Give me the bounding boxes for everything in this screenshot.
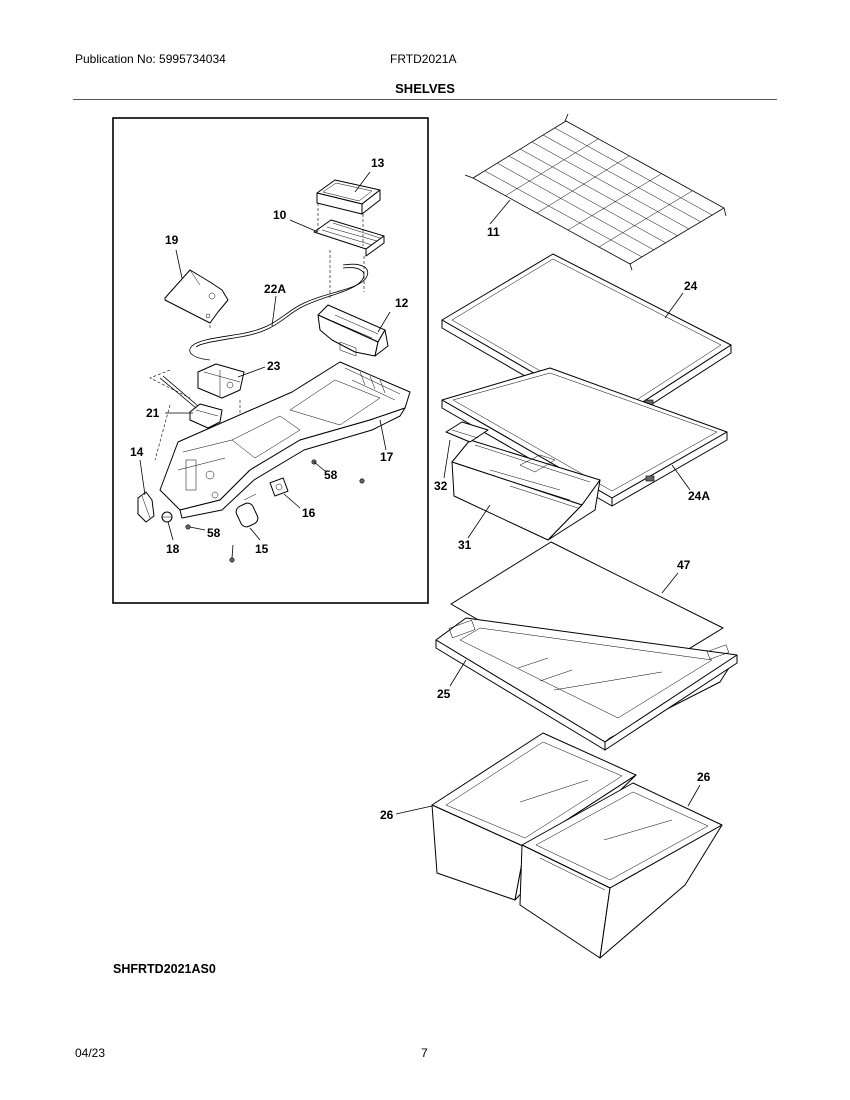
leader-line	[661, 572, 679, 594]
part-17-control-housing	[159, 361, 411, 519]
leader-line	[175, 249, 183, 279]
callout-18: 18	[166, 542, 180, 556]
callout-12: 12	[395, 296, 409, 310]
callout-58-lower: 58	[207, 526, 221, 540]
leader-line	[354, 171, 371, 193]
leader-line	[449, 659, 467, 687]
callout-58-upper: 58	[324, 468, 338, 482]
publication-number: Publication No: 5995734034	[75, 52, 226, 66]
part-19-bracket	[164, 269, 229, 324]
part-18-clip	[161, 511, 173, 523]
callout-32: 32	[434, 479, 448, 493]
assembly-line	[154, 404, 171, 461]
leader-line	[189, 526, 206, 531]
callout-26-right: 26	[697, 770, 711, 784]
callout-31: 31	[458, 538, 472, 552]
leader-line	[249, 527, 261, 541]
leader-line	[687, 784, 701, 807]
callout-19: 19	[165, 233, 179, 247]
callout-16: 16	[302, 506, 316, 520]
part-26-crisper-drawer-left	[431, 732, 637, 901]
part-23-control	[197, 363, 245, 399]
drawing-code: SHFRTD2021AS0	[113, 962, 216, 976]
leader-line	[313, 461, 326, 472]
callout-47: 47	[677, 558, 691, 572]
leader-line	[395, 805, 433, 815]
publication-date: 04/23	[75, 1046, 106, 1060]
header-rule	[73, 99, 777, 100]
part-21-thermostat	[159, 375, 223, 429]
callout-11: 11	[487, 225, 500, 239]
part-10-filter	[313, 219, 385, 257]
model-number: FRTD2021A	[390, 52, 457, 66]
callout-23: 23	[267, 359, 281, 373]
part-14-knob	[137, 491, 155, 523]
part-12-damper-housing	[317, 304, 389, 357]
leader-line	[139, 459, 146, 496]
section-title: SHELVES	[395, 81, 455, 96]
leader-line	[379, 419, 387, 451]
callout-24a: 24A	[688, 489, 710, 503]
callout-24: 24	[684, 279, 698, 293]
leader-line	[664, 292, 684, 319]
leader-line	[167, 521, 174, 541]
inset-frame	[112, 117, 429, 604]
leader-line	[231, 544, 234, 559]
part-15-lamp	[235, 493, 259, 528]
part-25-crisper-frame	[435, 617, 738, 751]
leader-line	[271, 295, 277, 327]
part-13-filter-cover	[316, 179, 381, 215]
part-22a-wire-harness	[195, 267, 365, 348]
part-16-socket	[269, 477, 289, 497]
leader-line	[237, 366, 266, 378]
callout-22a: 22A	[264, 282, 286, 296]
leader-line	[489, 199, 511, 225]
callout-25: 25	[437, 687, 451, 701]
callout-21: 21	[146, 406, 160, 420]
callout-26-left: 26	[380, 808, 394, 822]
callout-13: 13	[371, 156, 385, 170]
leader-line	[467, 504, 491, 539]
callout-10: 10	[273, 208, 287, 222]
part-26-crisper-drawer-right	[519, 782, 723, 959]
leader-line	[289, 219, 319, 233]
part-22a-wire-harness	[189, 263, 369, 361]
callout-17: 17	[380, 450, 394, 464]
leader-line	[283, 493, 301, 509]
assembly-line	[149, 369, 191, 399]
part-31-deli-drawer	[451, 439, 601, 541]
leader-line	[671, 464, 691, 491]
part-11-wire-shelf	[464, 113, 727, 271]
page-number: 7	[421, 1046, 428, 1060]
callout-14: 14	[130, 445, 144, 459]
leader-line	[377, 311, 391, 333]
part-32-deli-frame	[445, 421, 489, 443]
leader-line	[443, 439, 451, 479]
callout-15: 15	[255, 542, 269, 556]
